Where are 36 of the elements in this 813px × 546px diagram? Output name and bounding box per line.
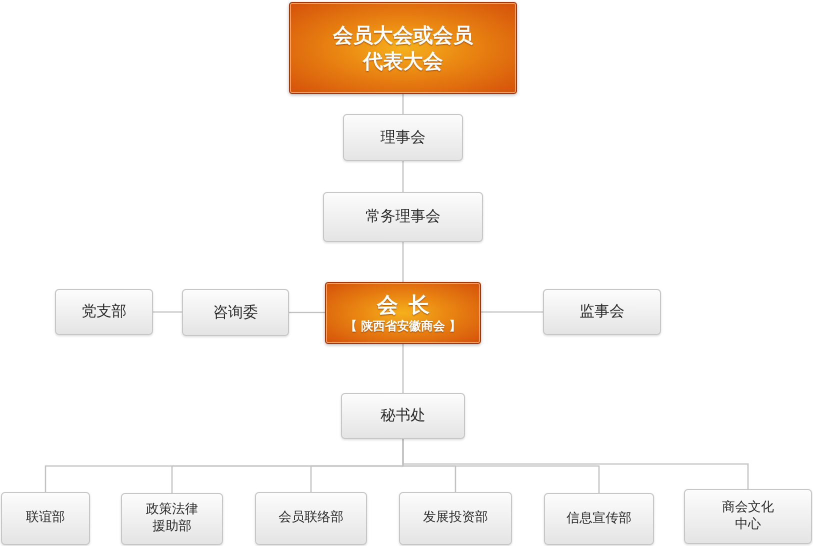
connector-line [402, 161, 404, 192]
org-box [323, 192, 483, 242]
org-box [343, 114, 463, 161]
connector-line [402, 94, 404, 114]
box-label: 会员大会或会员代表大会 [332, 22, 474, 74]
box-label: 秘书处 [380, 406, 426, 426]
org-box [684, 489, 812, 544]
main-org-box [325, 282, 481, 344]
box-label: 党支部 [82, 302, 126, 322]
connector-line [481, 311, 543, 313]
box-label: 商会文化中心 [720, 500, 775, 534]
box-label: 监事会 [580, 302, 624, 322]
org-box [544, 493, 654, 545]
org-box [121, 493, 223, 545]
connector-line [289, 312, 325, 314]
box-label: 会员联络部 [278, 510, 344, 527]
connector-line [402, 242, 404, 282]
connector-line [402, 344, 404, 393]
org-box [399, 492, 512, 545]
box-label: 联谊部 [26, 510, 65, 527]
org-box [1, 492, 90, 545]
org-box [341, 393, 465, 439]
box-label: 政策法律援助部 [144, 502, 199, 536]
box-label: 发展投资部 [423, 510, 488, 527]
org-box [255, 492, 367, 545]
main-org-box [289, 2, 517, 94]
box-label: 常务理事会 [366, 207, 440, 227]
connector-line [153, 311, 182, 313]
box-label: 信息宣传部 [566, 510, 632, 528]
box-label: 理事会 [380, 128, 426, 148]
org-box [543, 289, 661, 335]
org-box [55, 289, 153, 335]
box-subtitle: 【 陕西省安徽商会 】 [344, 319, 462, 334]
box-title: 会长 [376, 292, 440, 320]
box-label: 咨询委 [213, 302, 258, 322]
org-box [182, 289, 289, 336]
